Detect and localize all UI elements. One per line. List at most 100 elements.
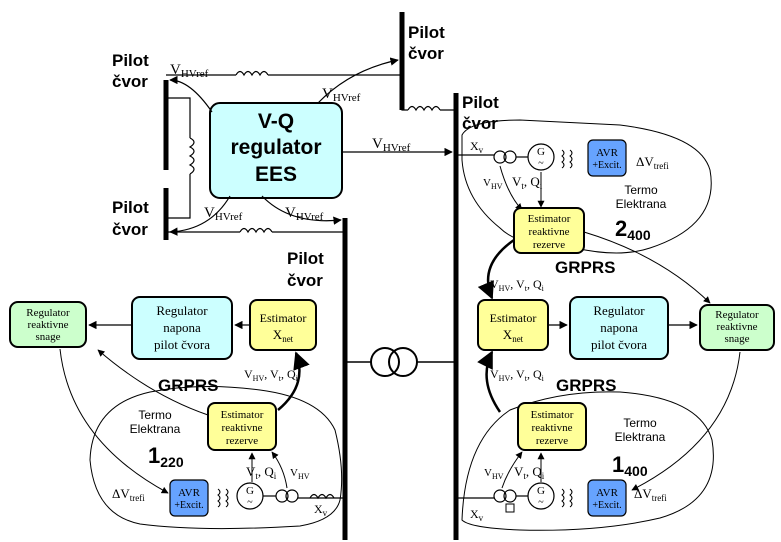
termo-1-l2: Elektrana <box>130 422 181 436</box>
reg-sn-r-l1: Regulator <box>715 309 759 321</box>
xv-label-1: Xv <box>314 502 328 518</box>
pilot-label-ml-2: čvor <box>112 220 148 239</box>
plant-2-number: 2400 <box>615 216 651 243</box>
vq-regulator-line3: EES <box>255 163 297 186</box>
ct-icon-3a <box>493 489 507 503</box>
estimator-rezerve-box-1 <box>207 402 277 451</box>
pilot-label-tr-2: čvor <box>408 44 444 63</box>
est-x-r-l1: Estimator <box>490 311 537 325</box>
vhvref-arrow-ml <box>169 195 231 236</box>
reg-nap-r-l3: pilot čvora <box>591 337 647 352</box>
dv-label-1: ΔVtrefi <box>112 486 145 503</box>
vhvref-label-c: VHVref <box>285 205 324 223</box>
termo-3-l2: Elektrana <box>615 430 666 444</box>
ct-icon-2a <box>493 150 507 164</box>
exciter-coil-3 <box>561 488 573 508</box>
vhv-label-2: VHV <box>483 177 503 191</box>
est-rez-2-l3: rezerve <box>533 239 565 251</box>
arrow-vhv-3 <box>501 451 523 489</box>
est-rez-3-l1: Estimator <box>531 409 574 421</box>
termo-2-l1: Termo <box>624 183 658 197</box>
avr-label-2: AVR <box>596 147 618 159</box>
regulator-snage-box-left <box>9 301 87 348</box>
est-rez-1-l2: reaktivne <box>222 422 263 434</box>
est-rez-1-l3: rezerve <box>226 435 258 447</box>
inductor-icon-4 <box>239 227 273 234</box>
arrow-vhv-1 <box>271 451 288 489</box>
exciter-coil-1 <box>217 488 229 508</box>
gen-label-1: G <box>246 485 254 497</box>
plant-3-number: 1400 <box>612 452 648 479</box>
plant-3-boundary <box>461 391 714 531</box>
reg-nap-l-l3: pilot čvora <box>154 337 210 352</box>
pilot-label-ml-1: Pilot <box>112 198 149 217</box>
est-x-l-l1: Estimator <box>260 311 307 325</box>
est-x-r-l2: Xnet <box>503 327 524 344</box>
vq-regulator-line2: regulator <box>230 136 321 159</box>
pilot-label-tl-1: Pilot <box>112 51 149 70</box>
gen-label-3: G <box>537 485 545 497</box>
line-tr-r <box>401 88 456 111</box>
transformer-icon <box>370 347 400 377</box>
arrow-estrez1-regsn <box>97 349 209 416</box>
vhv-vt-qi-label-l: VHV, Vt, Qi <box>244 367 299 383</box>
termo-1-l1: Termo <box>138 408 172 422</box>
reg-sn-r-l3: snage <box>724 333 749 345</box>
gen-tilde-2: ~ <box>538 158 544 169</box>
avr-sub-3: +Excit. <box>592 500 621 511</box>
exciter-coil-2 <box>561 149 573 169</box>
reg-nap-r-l2: napona <box>600 320 638 335</box>
reg-nap-l-l2: napona <box>163 320 201 335</box>
inductor-icon <box>188 137 195 175</box>
vhvref-arrow-c <box>261 195 342 225</box>
arrow-estrez3-estx <box>477 350 502 413</box>
inductor-icon-2 <box>407 105 441 112</box>
vtqi-label-1: Vt, Qi <box>246 464 277 481</box>
inductor-icon-3 <box>235 70 269 77</box>
reg-sn-l-l2: reaktivne <box>28 319 69 331</box>
line-tl-ml <box>166 97 191 219</box>
gen-label-2: G <box>537 146 545 158</box>
est-rez-2-l2: reaktivne <box>529 226 570 238</box>
avr-label-3: AVR <box>596 487 618 499</box>
vhv-label-3: VHV <box>484 467 504 481</box>
regulator-napona-box-right <box>569 296 669 360</box>
regulator-snage-box-right <box>699 304 775 351</box>
arrow-regsn-avr1 <box>59 348 169 494</box>
avr-box-1 <box>169 479 209 517</box>
vq-regulator-line1: V-Q <box>258 110 294 133</box>
inductor-icon-5 <box>309 493 335 500</box>
termo-2-l2: Elektrana <box>616 197 667 211</box>
pilot-label-c-1: Pilot <box>287 249 324 268</box>
plant-1-number: 1220 <box>148 443 184 470</box>
ct-icon-1a <box>275 489 289 503</box>
vhvref-label-ml: VHVref <box>204 205 243 223</box>
vhv-label-1: VHV <box>290 467 310 481</box>
vhvref-label-tl: VHVref <box>170 62 209 80</box>
grprs-label-1: GRPRS <box>158 376 218 395</box>
termo-3-l1: Termo <box>623 416 657 430</box>
plant-2-boundary <box>461 119 712 254</box>
gen-tilde-3: ~ <box>538 497 544 508</box>
reg-sn-r-l2: reaktivne <box>717 321 758 333</box>
regulator-napona-box-left <box>131 296 233 360</box>
reg-sn-l-l3: snage <box>35 331 60 343</box>
generator-icon-2 <box>527 143 555 171</box>
plant-1-boundary <box>89 385 343 530</box>
grprs-label-3: GRPRS <box>556 376 616 395</box>
arrow-estrez2-regsn <box>583 231 711 304</box>
pilot-label-tr-1: Pilot <box>408 23 445 42</box>
avr-sub-1: +Excit. <box>174 500 203 511</box>
est-rez-1-l1: Estimator <box>221 409 264 421</box>
dv-label-3: ΔVtrefi <box>634 486 667 503</box>
vhvref-label-tr: VHVref <box>322 86 361 104</box>
estimator-rezerve-box-3 <box>517 402 587 451</box>
vhvref-arrow-tr <box>317 57 399 104</box>
est-rez-3-l2: reaktivne <box>532 422 573 434</box>
avr-box-3 <box>587 479 627 517</box>
arrow-estrez1-estx <box>277 351 310 411</box>
pilot-label-r-1: Pilot <box>462 93 499 112</box>
ct-small-box-3 <box>505 503 515 513</box>
vhv-vt-qi-label-r-top: VHV, Vt, Qi <box>490 277 545 293</box>
pilot-label-c-2: čvor <box>287 271 323 290</box>
